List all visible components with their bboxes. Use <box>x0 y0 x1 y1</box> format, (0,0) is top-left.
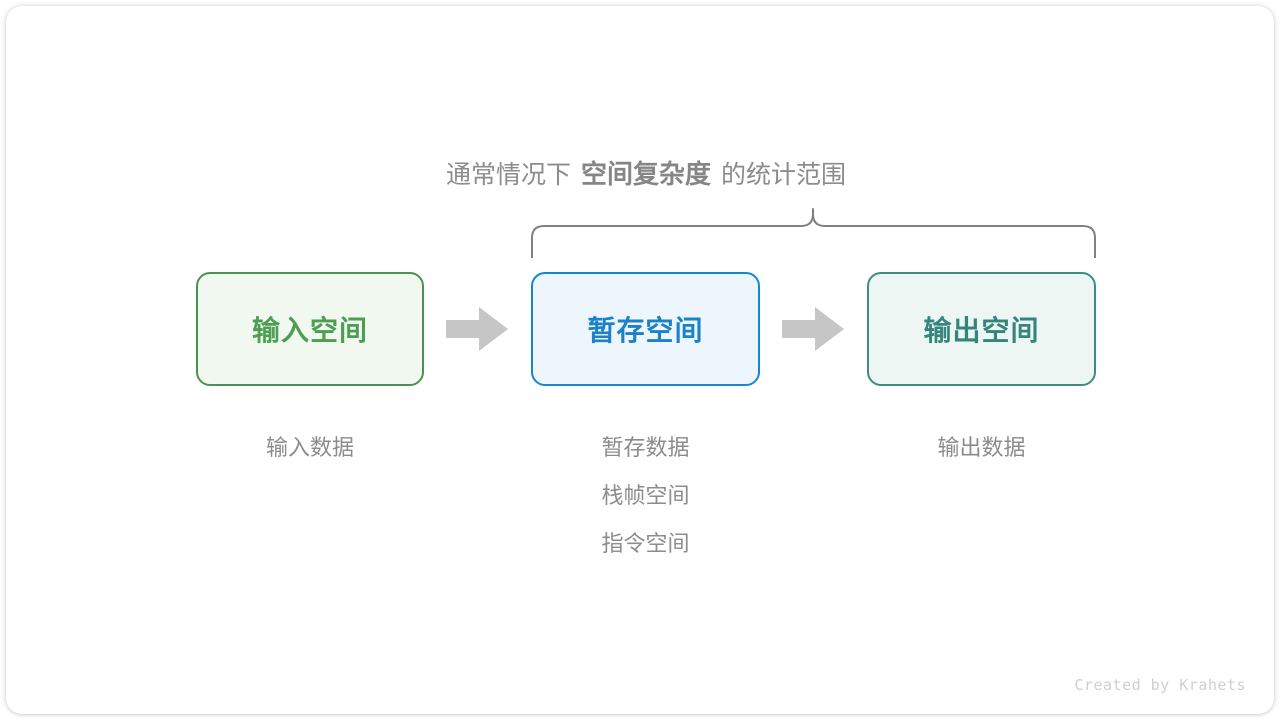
arrow-right-icon <box>446 307 508 351</box>
stage-sublabels: 输入数据 暂存数据 栈帧空间 指令空间 输出数据 <box>6 424 1274 564</box>
sublabel-column-temp: 暂存数据 栈帧空间 指令空间 <box>531 424 760 568</box>
sublabel-column-output: 输出数据 <box>867 424 1096 472</box>
stage-box-temp-title: 暂存空间 <box>587 315 704 346</box>
scope-caption: 通常情况下空间复杂度的统计范围 <box>6 154 1274 195</box>
stage-flow: 输入空间 暂存空间 输出空间 <box>6 272 1274 388</box>
arrow-input-to-temp <box>446 307 508 351</box>
stage-box-output[interactable]: 输出空间 <box>867 272 1096 386</box>
sublabel-column-input: 输入数据 <box>196 424 424 472</box>
caption-prefix: 通常情况下 <box>445 161 571 189</box>
scope-brace <box>521 202 1106 259</box>
arrow-right-icon <box>782 307 844 351</box>
sublabel-item: 栈帧空间 <box>601 483 690 508</box>
stage-box-input[interactable]: 输入空间 <box>196 272 424 386</box>
sublabel-item: 指令空间 <box>601 531 690 556</box>
sublabel-item: 输出数据 <box>937 435 1026 460</box>
arrow-temp-to-output <box>782 307 844 351</box>
watermark: Created by Krahets <box>1074 676 1246 694</box>
stage-box-output-title: 输出空间 <box>923 315 1040 346</box>
caption-suffix: 的统计范围 <box>721 161 847 189</box>
sublabel-item: 输入数据 <box>265 435 354 460</box>
curly-brace-icon <box>531 208 1096 259</box>
caption-emphasis: 空间复杂度 <box>580 159 711 189</box>
diagram-canvas: 通常情况下空间复杂度的统计范围 输入空间 暂存空间 输出空间 <box>6 6 1274 714</box>
stage-box-input-title: 输入空间 <box>251 315 368 346</box>
stage-box-temp[interactable]: 暂存空间 <box>531 272 760 386</box>
sublabel-item: 暂存数据 <box>601 435 690 460</box>
